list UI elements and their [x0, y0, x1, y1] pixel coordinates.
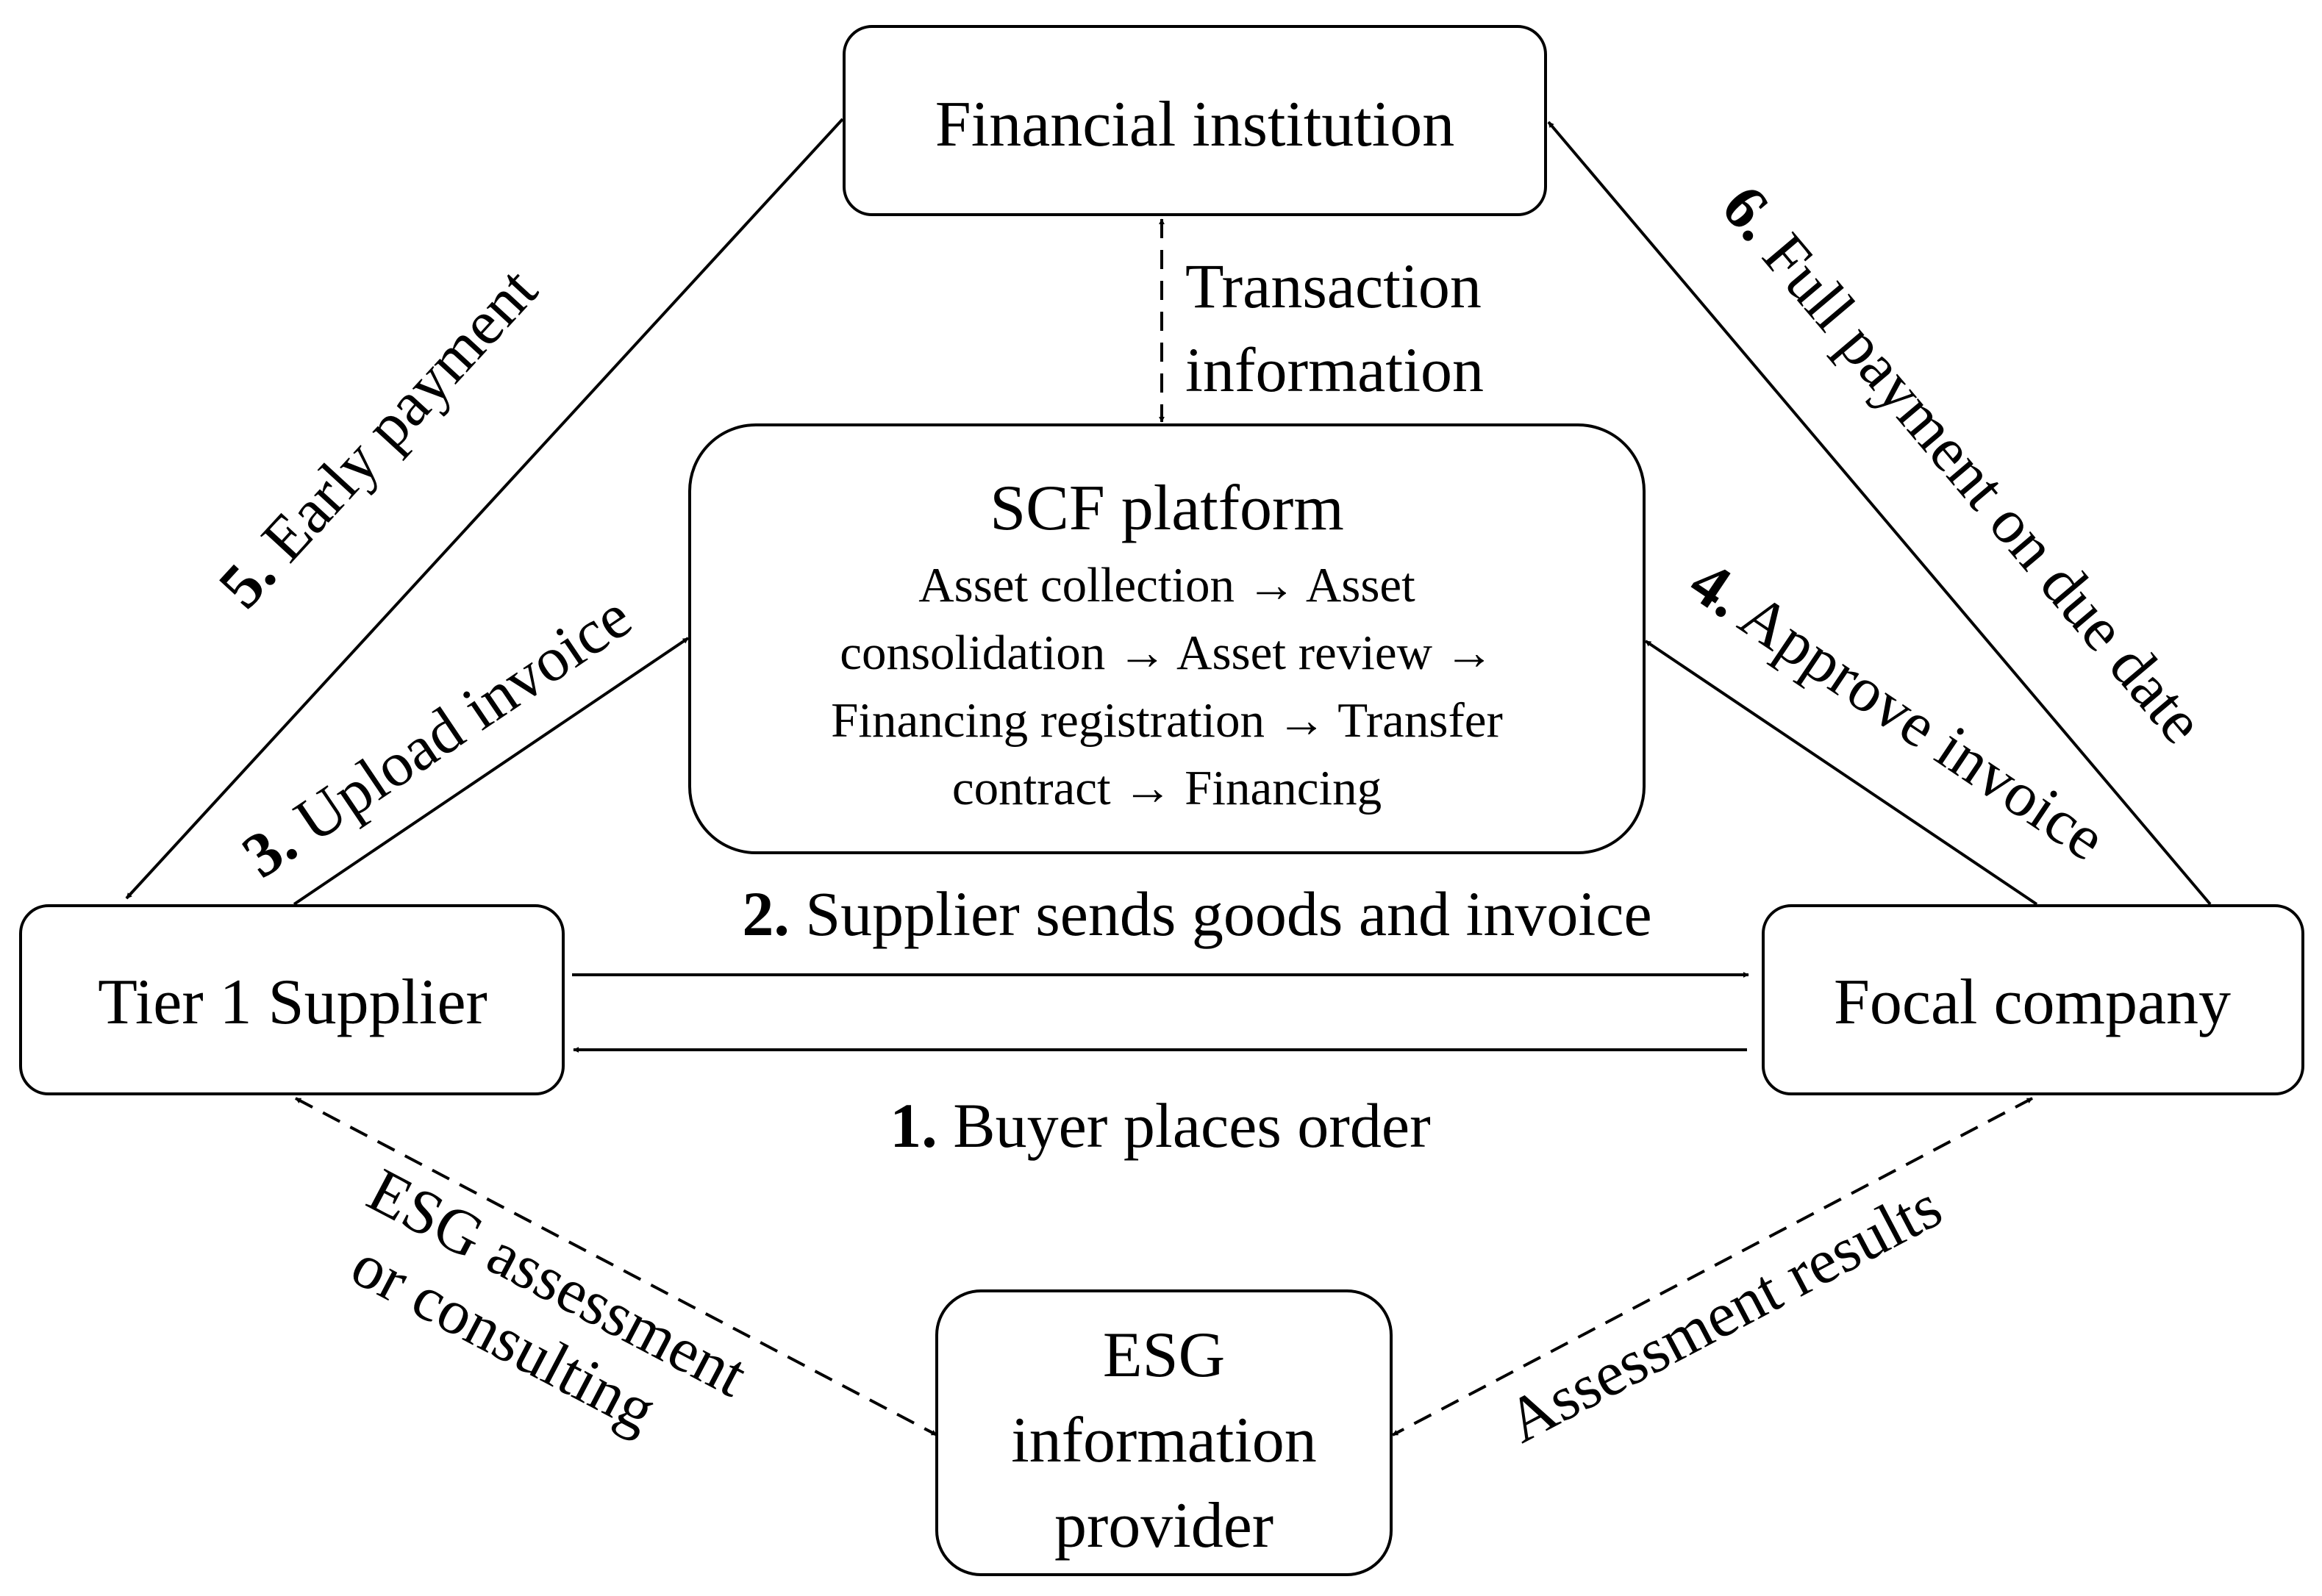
scf-platform-process-line-4: contract → Financing: [952, 761, 1382, 815]
edge-esg-assessment: [295, 1097, 937, 1436]
esg-provider-line-3: provider: [1054, 1490, 1273, 1561]
edge-upload-invoice: [293, 637, 690, 906]
step-3-text: Upload invoice: [269, 581, 643, 865]
edge-assessment-results: [1392, 1097, 2033, 1436]
transaction-information-label-line-1: Transaction: [1185, 251, 1482, 321]
step-2-text: Supplier sends goods and invoice: [790, 878, 1652, 949]
financial-institution-label: Financial institution: [935, 89, 1454, 160]
step-2-label: 2. Supplier sends goods and invoice: [742, 878, 1651, 949]
scf-platform-process-line-2: consolidation → Asset review →: [840, 626, 1493, 680]
node-focal-company: Focal company: [1762, 904, 2304, 1095]
step-2-number: 2.: [742, 878, 790, 949]
scf-platform-process-line-1: Asset collection → Asset: [918, 558, 1415, 612]
node-scf-platform: SCF platform Asset collection → Asset co…: [688, 423, 1646, 854]
scf-platform-process-line-3: Financing registration → Transfer: [831, 693, 1503, 748]
assessment-results-label: Assessment results: [1496, 1170, 1953, 1456]
node-financial-institution: Financial institution: [843, 25, 1547, 216]
tier1-supplier-label: Tier 1 Supplier: [98, 967, 487, 1038]
step-3-label: 3. Upload invoice: [230, 581, 644, 892]
node-tier1-supplier: Tier 1 Supplier: [19, 904, 565, 1095]
edge-approve-invoice: [1644, 640, 2038, 906]
step-5-text: Early payment: [237, 254, 550, 587]
transaction-information-label-line-2: information: [1185, 334, 1484, 405]
step-1-label: 1. Buyer places order: [890, 1090, 1431, 1161]
scf-platform-title: SCF platform: [990, 473, 1344, 544]
esg-provider-line-2: information: [1011, 1405, 1316, 1476]
step-5-label: 5. Early payment: [205, 254, 551, 621]
esg-provider-line-1: ESG: [1103, 1320, 1225, 1391]
edge-early-payment: [125, 118, 844, 900]
focal-company-label: Focal company: [1834, 967, 2231, 1038]
node-esg-information-provider: ESG information provider: [935, 1289, 1393, 1576]
edge-full-payment: [1547, 121, 2212, 906]
step-1-number: 1.: [890, 1090, 937, 1161]
step-1-text: Buyer places order: [937, 1090, 1431, 1161]
